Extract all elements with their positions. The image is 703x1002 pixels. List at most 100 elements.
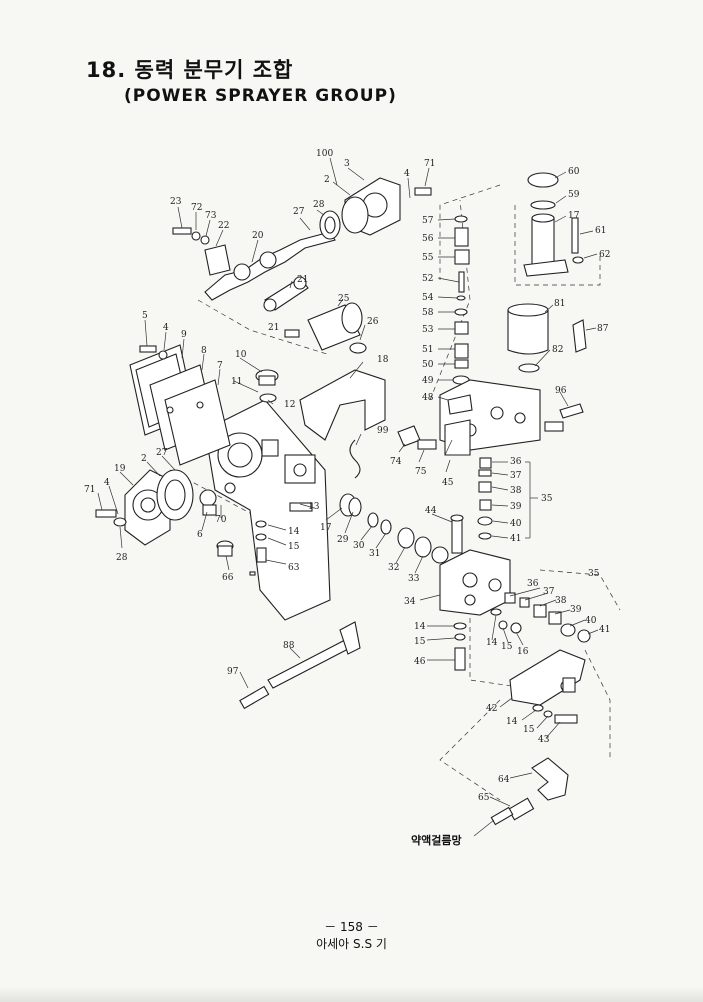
part-label: 16 [517,647,529,657]
part-label: 15 [288,542,300,552]
part-label: 62 [599,250,610,260]
part-label: 30 [353,541,365,551]
valve-stack [452,215,470,385]
strainer-label: 약액걸름망 [411,834,462,847]
leader-lines [97,157,599,837]
part-label: 35 [588,569,600,579]
part-label: 21 [297,275,308,285]
part-label: 27 [293,207,305,217]
part-label: 38 [510,486,522,496]
part-label: 4 [163,323,169,333]
gear-case-housing [204,399,331,621]
part-label: 7 [217,361,223,371]
part-label: 36 [510,457,522,467]
part-label: 61 [595,226,606,236]
part-label: 41 [510,534,521,544]
part-label: 17 [568,211,580,221]
part-label: 55 [422,253,434,263]
part-label: 2 [324,175,330,185]
connecting-rods [204,244,309,312]
filter-bowl [507,303,587,373]
part-label: 27 [156,448,168,458]
cover-plates [129,344,231,466]
part-label: 49 [422,376,434,386]
part-label: 15 [501,642,513,652]
part-label: 64 [498,775,510,785]
part-label: 41 [599,625,610,635]
air-chamber-assembly [523,172,584,277]
part-label: 46 [414,657,426,667]
part-label: 37 [543,587,555,597]
part-label: 14 [288,527,300,537]
crankshaft [204,231,336,301]
part-label: 65 [478,793,490,803]
part-label: 71 [84,485,95,495]
part-label: 97 [227,667,239,677]
part-label: 81 [554,299,565,309]
part-label: 73 [205,211,217,221]
page-title-english: (POWER SPRAYER GROUP) [124,86,397,106]
part-label: 22 [218,221,229,231]
part-label: 58 [422,308,434,318]
company-footer: 아세아 S.S 기 [316,937,387,951]
pump-head-manifold [397,379,584,456]
part-label: 66 [222,573,234,583]
part-label: 70 [215,515,227,525]
part-label: 36 [527,579,539,589]
part-label: 26 [367,317,379,327]
part-label: 31 [369,549,380,559]
part-label: 17 [320,523,332,533]
part-label: 88 [283,641,295,651]
part-label: 15 [414,637,426,647]
part-label: 45 [442,478,454,488]
part-label: 3 [344,159,350,169]
valve-parts-lower [504,592,591,643]
part-label: 21 [268,323,279,333]
part-label: 60 [568,167,580,177]
page-number: － 158 － [324,920,379,934]
pump-block [439,549,511,616]
part-label: 48 [422,393,434,403]
part-label: 75 [415,467,427,477]
strainer-elbow [490,757,569,826]
part-label: 87 [597,324,609,334]
part-label: 63 [288,563,300,573]
part-label: 40 [585,616,597,626]
part-label: 52 [422,274,433,284]
part-label: 12 [284,400,295,410]
misc-hardware [139,227,361,576]
part-label: 56 [422,234,434,244]
part-label: 39 [570,605,582,615]
part-label: 74 [390,457,402,467]
part-label: 96 [555,386,567,396]
piston-sleeve [284,302,367,354]
part-label: 38 [555,596,567,606]
outlet-manifold [509,649,586,724]
part-label: 50 [422,360,434,370]
part-label: 9 [181,330,187,340]
part-label: 33 [408,574,420,584]
part-label: 53 [422,325,434,335]
part-label: 15 [523,725,535,735]
belt-cover [299,369,386,441]
part-label: 32 [388,563,399,573]
shaft-seals [289,493,449,564]
valve-parts-upper [477,457,493,540]
part-number-labels: 100 3 71 2 4 60 59 17 61 62 57 56 55 23 … [84,149,610,803]
part-label: 39 [510,502,522,512]
part-label: 14 [486,638,498,648]
side-bearing-cover [95,469,236,546]
part-label: 13 [308,502,320,512]
part-label: 34 [404,597,416,607]
part-label: 25 [338,294,350,304]
part-label: 59 [568,190,580,200]
part-label: 10 [235,350,247,360]
scan-edge [0,986,703,1002]
part-label: 5 [142,311,148,321]
part-label: 11 [231,377,242,387]
washers-and-bolts [216,520,522,671]
part-label: 42 [486,704,497,714]
part-label: 14 [506,717,518,727]
part-label: 37 [510,471,522,481]
